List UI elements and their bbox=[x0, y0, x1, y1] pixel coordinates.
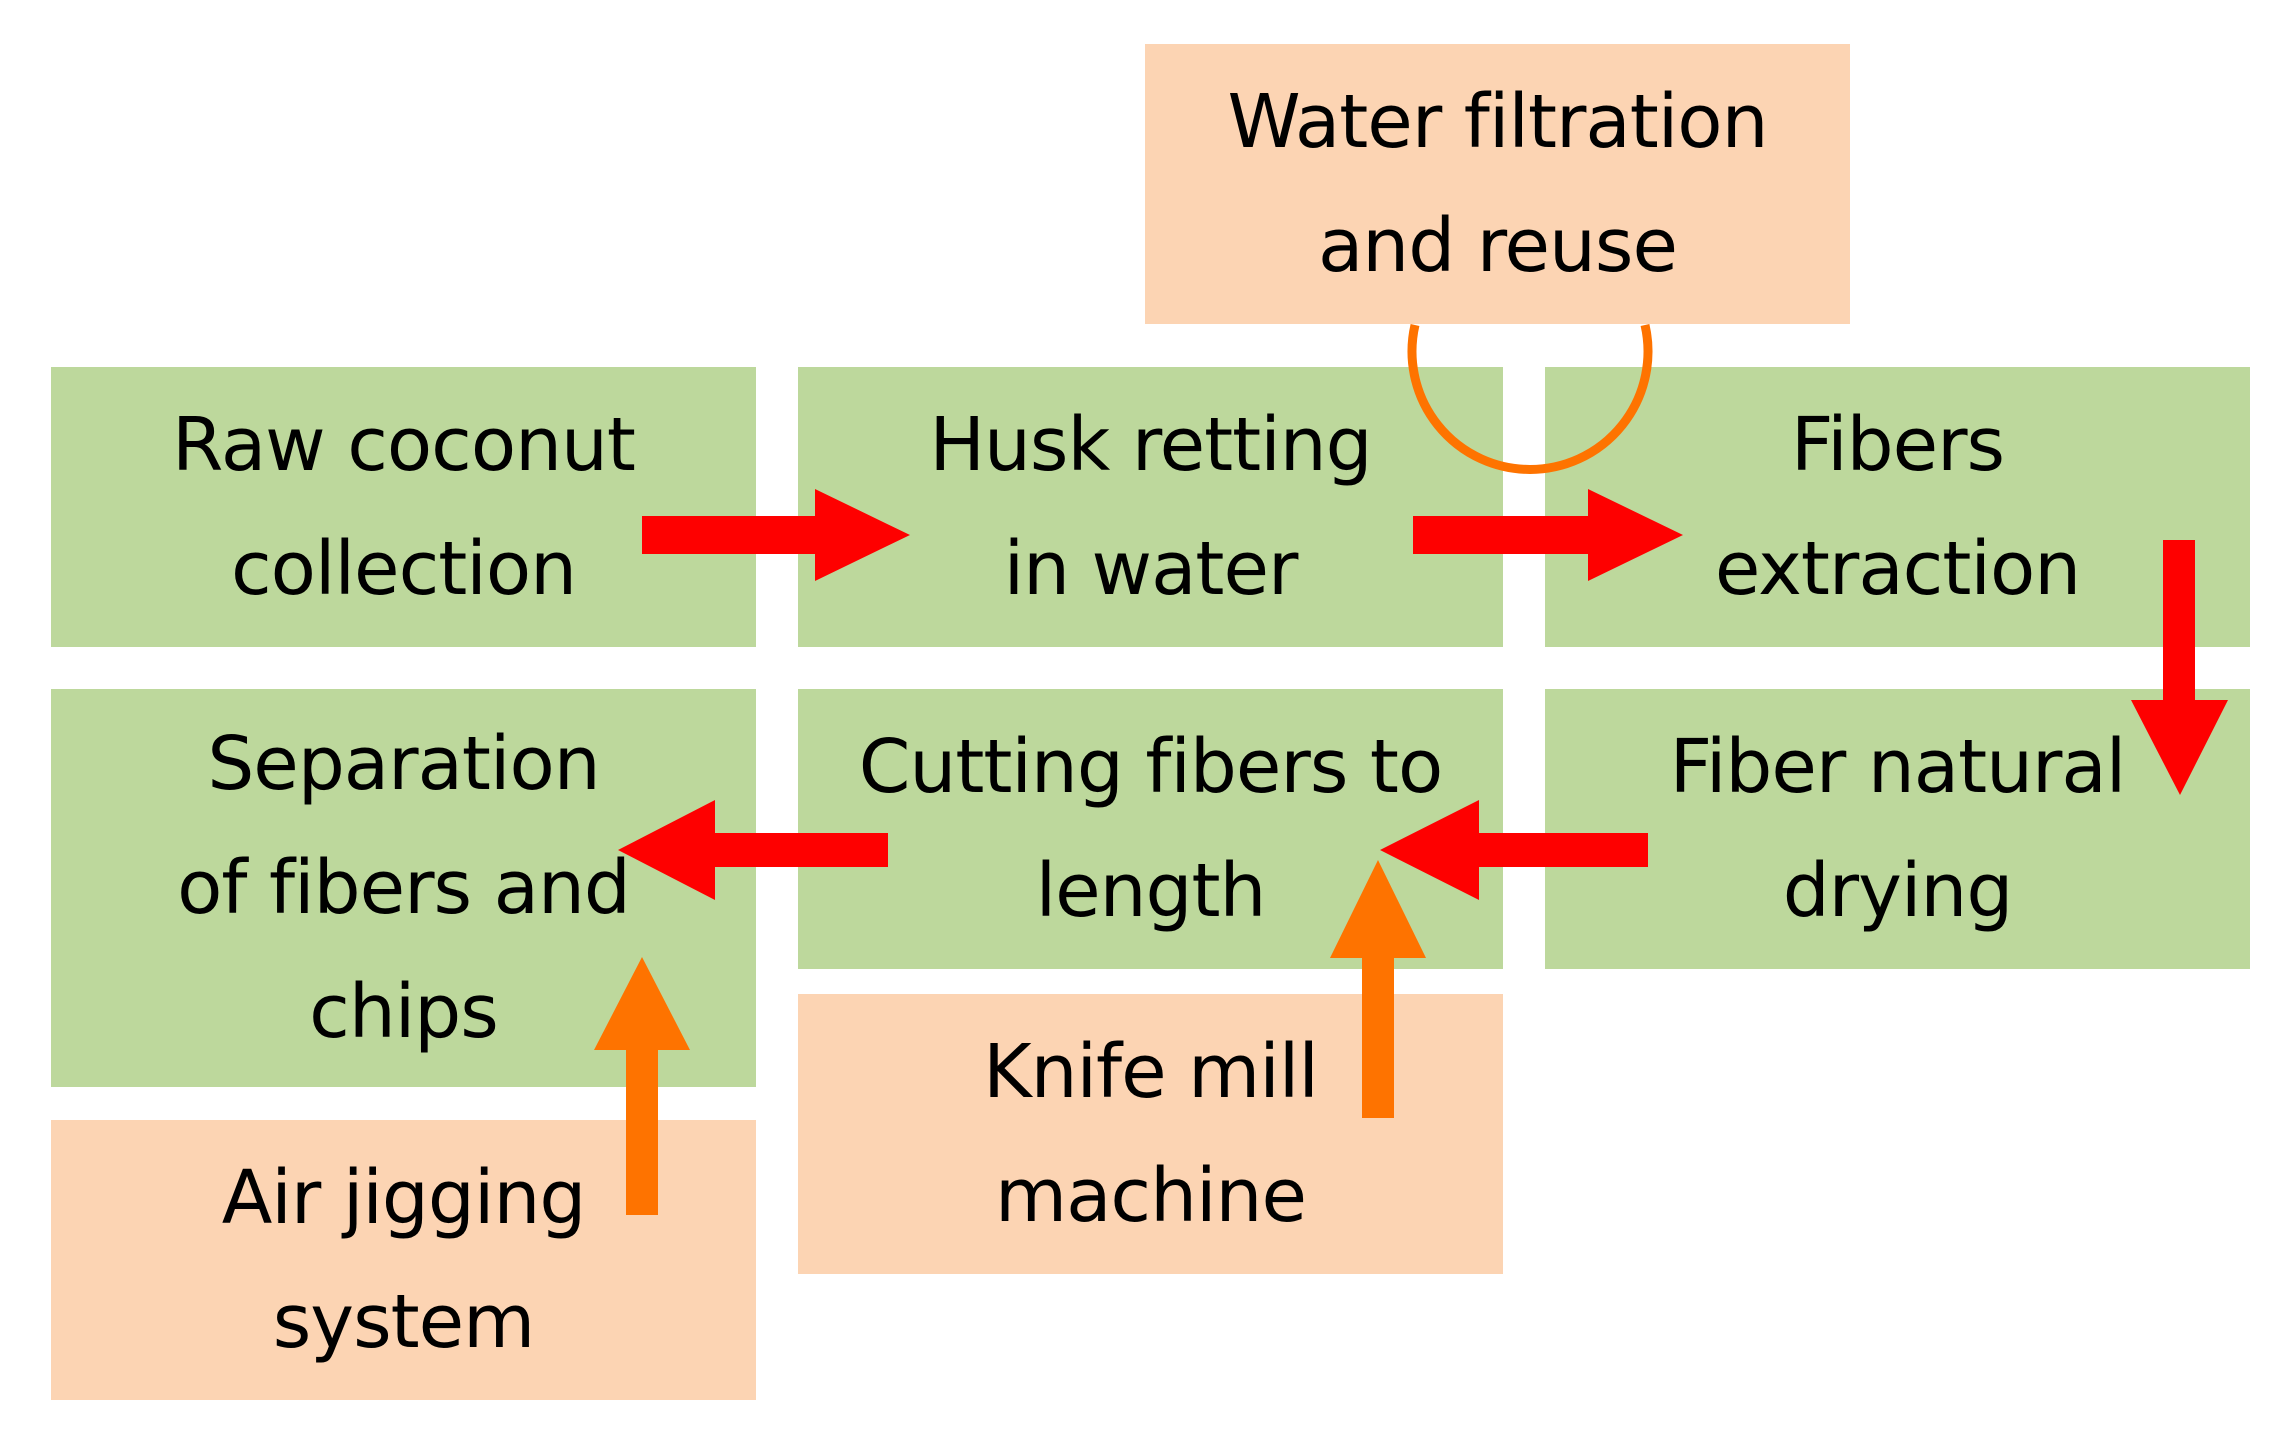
process-box-separation: Separation of fibers and chips bbox=[51, 689, 756, 1087]
process-box-raw-coconut-collection: Raw coconut collection bbox=[51, 367, 756, 647]
process-box-label: Raw coconut collection bbox=[172, 402, 636, 612]
equipment-box-air-jigging: Air jigging system bbox=[51, 1120, 756, 1400]
equipment-box-label: Water filtration and reuse bbox=[1227, 79, 1769, 289]
process-box-label: Fibers extraction bbox=[1714, 402, 2081, 612]
equipment-box-label: Air jigging system bbox=[221, 1155, 587, 1365]
process-box-label: Cutting fibers to length bbox=[858, 724, 1443, 934]
process-box-husk-retting: Husk retting in water bbox=[798, 367, 1503, 647]
process-box-label: Separation of fibers and chips bbox=[177, 721, 631, 1055]
process-box-label: Husk retting in water bbox=[929, 402, 1372, 612]
process-box-fibers-extraction: Fibers extraction bbox=[1545, 367, 2250, 647]
equipment-box-water-filtration: Water filtration and reuse bbox=[1145, 44, 1850, 324]
equipment-box-label: Knife mill machine bbox=[983, 1029, 1319, 1239]
process-box-fiber-natural-drying: Fiber natural drying bbox=[1545, 689, 2250, 969]
process-box-label: Fiber natural drying bbox=[1669, 724, 2127, 934]
equipment-box-knife-mill: Knife mill machine bbox=[798, 994, 1503, 1274]
process-box-cutting-fibers: Cutting fibers to length bbox=[798, 689, 1503, 969]
